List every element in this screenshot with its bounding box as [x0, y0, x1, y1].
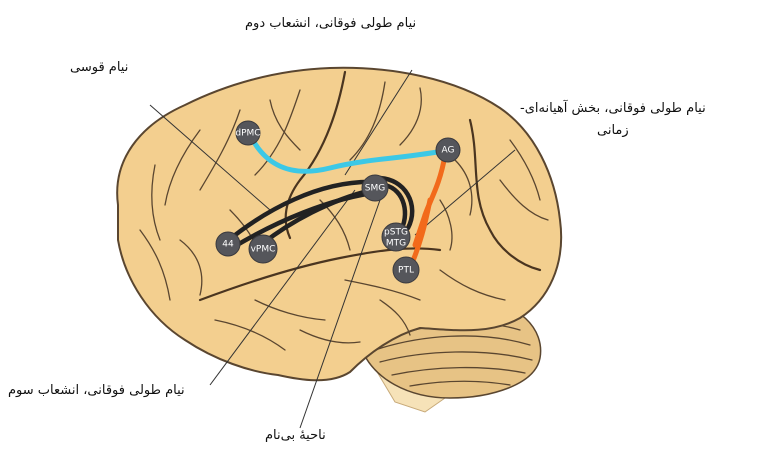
- svg-text:SMG: SMG: [365, 184, 385, 194]
- svg-text:44: 44: [222, 240, 234, 250]
- svg-text:MTG: MTG: [386, 239, 406, 249]
- svg-text:pSTG: pSTG: [384, 228, 408, 238]
- node-dpmc: dPMC: [235, 121, 260, 145]
- node-smg: SMG: [362, 175, 388, 201]
- node-44: 44: [216, 232, 240, 256]
- node-ag: AG: [436, 138, 460, 162]
- node-pstg: pSTG MTG: [382, 223, 410, 251]
- node-ptl: PTL: [393, 257, 419, 283]
- svg-text:vPMC: vPMC: [251, 245, 276, 255]
- svg-text:PTL: PTL: [398, 266, 414, 276]
- node-vpmc: vPMC: [249, 235, 277, 263]
- svg-text:dPMC: dPMC: [235, 129, 260, 139]
- svg-text:AG: AG: [442, 146, 455, 156]
